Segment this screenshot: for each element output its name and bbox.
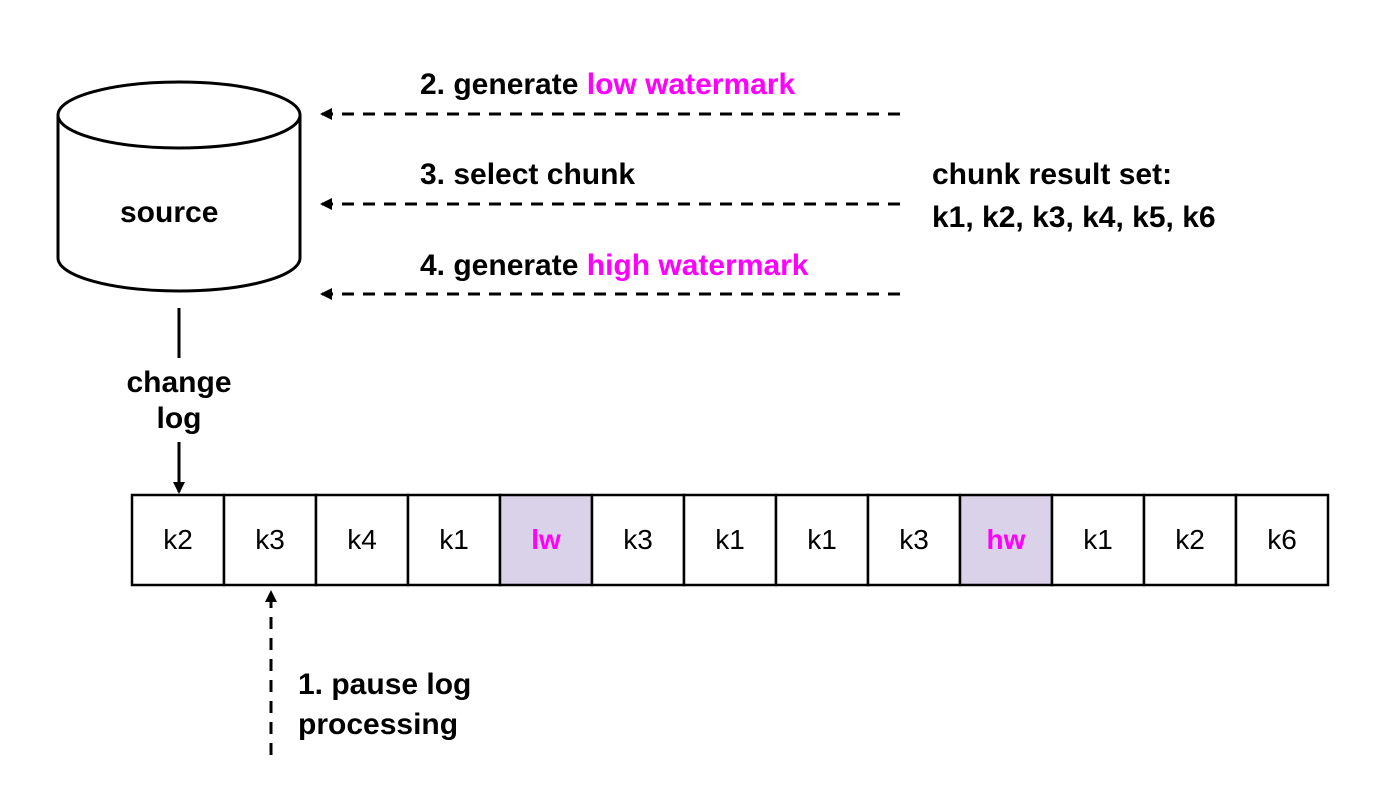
log-cell-marker [498, 493, 594, 587]
source-database-icon [56, 80, 302, 293]
log-cell-label: k3 [255, 524, 285, 555]
step3-label: 3. select chunk [420, 158, 636, 191]
step4-highlight: high watermark [586, 249, 809, 282]
log-cell [1050, 493, 1146, 587]
result-set-keys: k1, k2, k3, k4, k5, k6 [932, 201, 1216, 234]
change-log-label-line2: log [156, 402, 202, 435]
log-strip [130, 493, 1330, 587]
step2-label: 2. generate low watermark [420, 68, 795, 102]
step1-label-line1: 1. pause log [298, 668, 472, 701]
log-cell-marker-label: lw [531, 524, 561, 555]
step4-prefix: 4. generate [420, 249, 587, 282]
change-log-label-line1: change [126, 366, 232, 399]
log-cell-marker-label: hw [986, 524, 1026, 555]
log-cell-label: k3 [623, 524, 653, 555]
log-cell-label: k1 [715, 524, 745, 555]
log-cell-label: k1 [807, 524, 837, 555]
log-cell [314, 493, 410, 587]
log-cell-label: k2 [163, 524, 193, 555]
log-cell [222, 493, 318, 587]
result-set-title: chunk result set: [932, 158, 1173, 191]
source-label: source [120, 196, 219, 229]
log-cell-label: k1 [1083, 524, 1113, 555]
log-cell [130, 493, 226, 587]
step1-label-line2: processing [298, 708, 459, 741]
log-cell-label: k1 [439, 524, 469, 555]
log-cell-marker [958, 493, 1054, 587]
step2-prefix: 2. generate [420, 68, 587, 101]
step1-label: 1. pause log processing [298, 668, 471, 742]
step2-highlight: low watermark [586, 68, 796, 101]
log-cell-label: k6 [1267, 524, 1297, 555]
change-log-label: change log [104, 366, 254, 436]
log-cell [1234, 493, 1330, 587]
step4-label: 4. generate high watermark [420, 249, 808, 283]
log-cell-label: k3 [899, 524, 929, 555]
log-cell-label: k2 [1175, 524, 1205, 555]
log-cell [1142, 493, 1238, 587]
log-cell-label: k4 [347, 524, 377, 555]
log-cell [866, 493, 962, 587]
